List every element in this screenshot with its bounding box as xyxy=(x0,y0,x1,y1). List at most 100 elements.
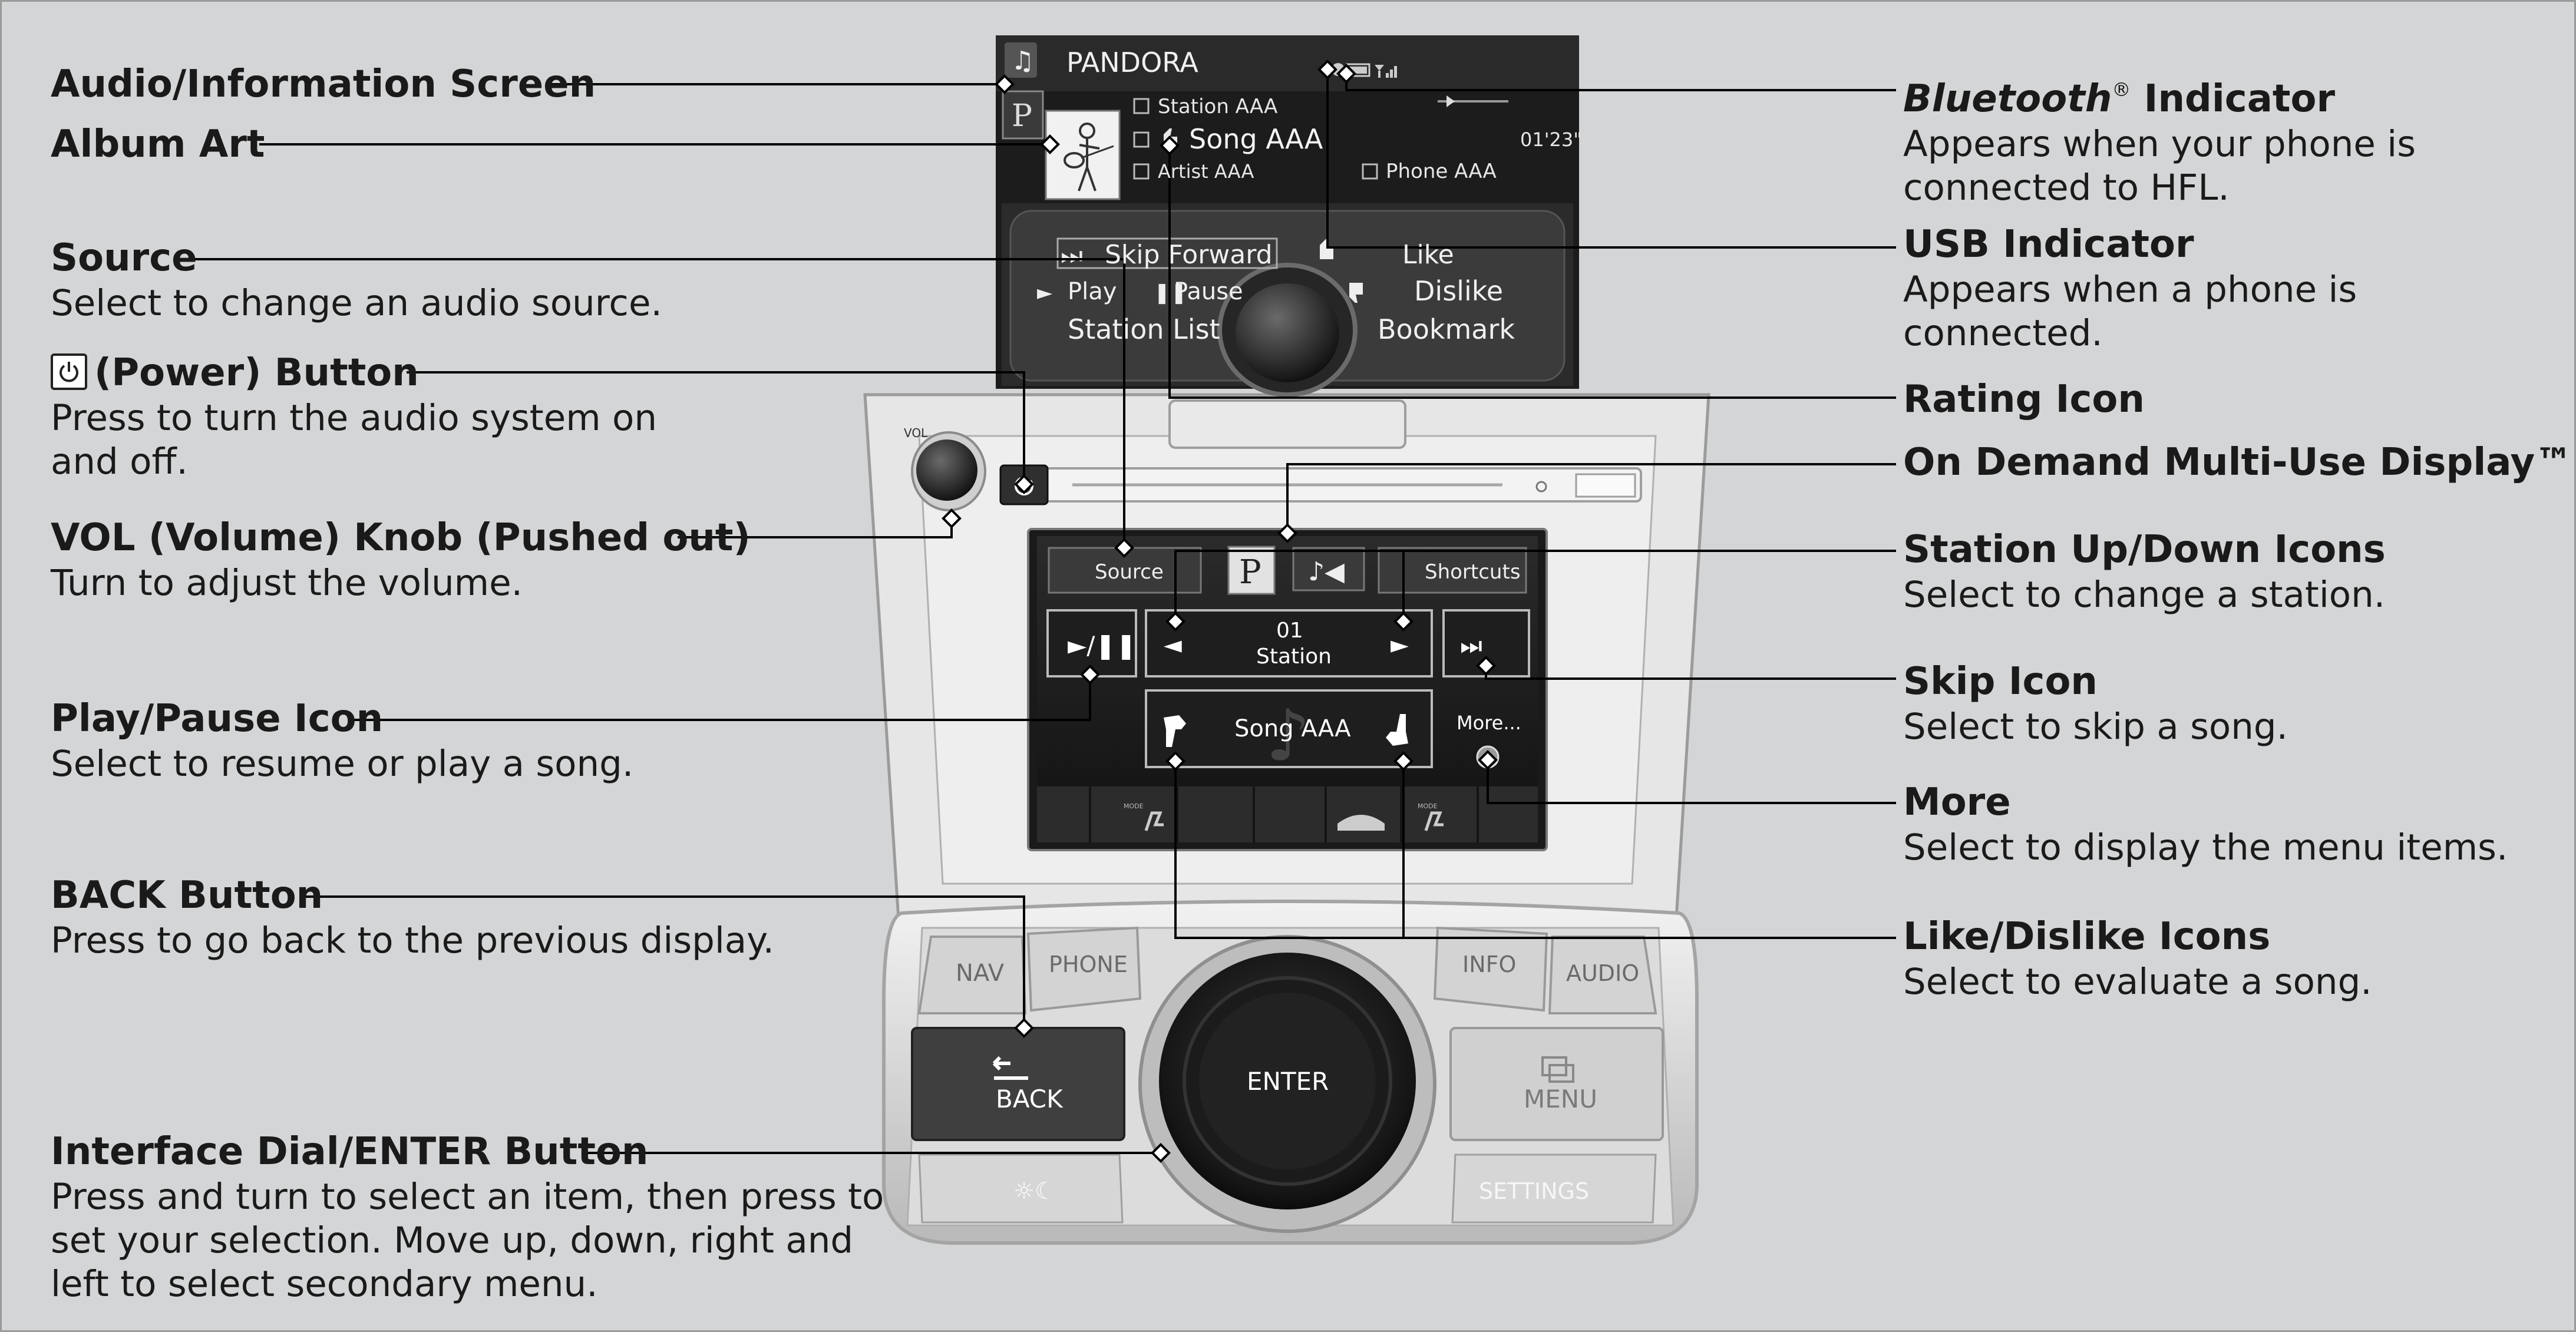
screen-source-name: PANDORA xyxy=(1066,47,1198,78)
screen-song: Song AAA xyxy=(1189,123,1323,155)
svg-text:►: ► xyxy=(1037,281,1053,305)
source-label: Source xyxy=(1095,560,1164,584)
mode-label-right: MODE xyxy=(1418,802,1438,810)
callout-desc: Press to go back to the previous display… xyxy=(51,920,774,961)
play-pause-icon[interactable] xyxy=(1046,609,1137,677)
callout-title: On Demand Multi-Use Display™ xyxy=(1903,441,2573,484)
callout-desc: Select to skip a song. xyxy=(1903,706,2288,748)
nav-label: NAV xyxy=(956,960,1005,987)
control-panel: ☼☾ xyxy=(882,900,1699,1245)
phone-button[interactable] xyxy=(1026,926,1142,1012)
callout-like-dislike-icons: Like/Dislike Icons Select to evaluate a … xyxy=(1903,913,2563,1004)
screen-time: 01'23" xyxy=(1520,128,1582,151)
callout-station-up-down-icons: Station Up/Down Icons Select to change a… xyxy=(1903,526,2563,617)
skip-forward-highlight xyxy=(1056,237,1278,269)
svg-text:☼☾: ☼☾ xyxy=(1013,1178,1056,1205)
settings-button[interactable] xyxy=(1451,1153,1657,1224)
svg-text:P: P xyxy=(1012,98,1032,134)
vol-label: VOL xyxy=(904,426,928,440)
callout-usb-indicator: USB Indicator Appears when a phone is co… xyxy=(1903,221,2563,355)
callout-desc: Appears when your phone is connected to … xyxy=(1903,123,2416,209)
callout-desc: Turn to adjust the volume. xyxy=(51,562,523,604)
menu-bookmark: Bookmark xyxy=(1378,313,1515,345)
callout-title: Album Art xyxy=(51,123,265,166)
callout-album-art: Album Art xyxy=(51,121,876,168)
audio-information-screen: ♫ P xyxy=(996,35,1579,397)
callout-title: Station Up/Down Icons xyxy=(1903,528,2386,571)
callout-title: Play/Pause Icon xyxy=(51,697,384,741)
leader-endpoints xyxy=(942,60,1498,1163)
station-label: Station xyxy=(1256,644,1332,669)
svg-text:♪: ♪ xyxy=(1266,695,1311,777)
more-label: More... xyxy=(1457,712,1521,734)
menu-like: Like xyxy=(1402,240,1454,270)
shortcuts-label: Shortcuts xyxy=(1425,560,1521,584)
callout-power-button: (Power) Button Press to turn the audio s… xyxy=(51,349,876,484)
callout-desc: Press and turn to select an item, then p… xyxy=(51,1176,884,1305)
menu-label: MENU xyxy=(1524,1085,1597,1113)
callout-desc: Select to change a station. xyxy=(1903,574,2386,616)
callout-title: Audio/Information Screen xyxy=(51,62,596,106)
callout-title: More xyxy=(1903,781,2011,824)
station-up-icon: ► xyxy=(1391,632,1409,659)
registered-mark: ® xyxy=(2112,78,2131,101)
callout-interface-dial: Interface Dial/ENTER Button Press and tu… xyxy=(51,1128,884,1306)
callout-title: VOL (Volume) Knob (Pushed out) xyxy=(51,516,751,560)
callout-desc: Select to change an audio source. xyxy=(51,282,662,324)
callout-more: More Select to display the menu items. xyxy=(1903,779,2563,870)
song-box xyxy=(1145,689,1433,768)
volume-knob[interactable] xyxy=(911,431,986,511)
svg-text:♪◀: ♪◀ xyxy=(1308,557,1345,587)
music-mode-icon xyxy=(1292,547,1365,591)
callout-desc: Select to display the menu items. xyxy=(1903,827,2508,868)
mode-label-left: MODE xyxy=(1124,802,1144,810)
screen-station: Station AAA xyxy=(1158,95,1277,118)
callout-title: Like/Dislike Icons xyxy=(1903,915,2271,958)
callout-title: Skip Icon xyxy=(1903,660,2098,703)
screen-phone: Phone AAA xyxy=(1386,160,1497,183)
svg-text:♫: ♫ xyxy=(1011,46,1034,76)
menu-play: Play xyxy=(1068,278,1117,305)
dislike-icon[interactable] xyxy=(1164,715,1186,747)
info-label: INFO xyxy=(1462,951,1516,977)
callout-desc: Appears when a phone is connected. xyxy=(1903,269,2357,354)
callout-title: Rating Icon xyxy=(1903,378,2145,421)
leader-lines xyxy=(194,70,1896,1154)
power-icon xyxy=(51,353,87,390)
callout-vol-knob: VOL (Volume) Knob (Pushed out) Turn to a… xyxy=(51,514,876,605)
callout-title: (Power) Button xyxy=(94,351,419,395)
enter-label: ENTER xyxy=(1247,1067,1329,1096)
menu-dislike: Dislike xyxy=(1414,275,1503,307)
skip-icon[interactable] xyxy=(1442,609,1530,677)
song-label: Song AAA xyxy=(1234,715,1351,742)
callout-title: Source xyxy=(51,236,197,280)
cd-slot xyxy=(1003,467,1642,503)
phone-label: PHONE xyxy=(1049,951,1128,977)
settings-label: SETTINGS xyxy=(1479,1178,1589,1204)
like-icon[interactable] xyxy=(1386,714,1408,746)
callout-play-pause-icon: Play/Pause Icon Select to resume or play… xyxy=(51,695,876,786)
album-art xyxy=(1045,110,1121,200)
svg-text:►/❚❚: ►/❚❚ xyxy=(1068,631,1137,660)
callout-title-italic: Bluetooth xyxy=(1903,77,2112,121)
info-button[interactable] xyxy=(1433,926,1548,1012)
brightness-button[interactable] xyxy=(918,1153,1124,1224)
callout-title: USB Indicator xyxy=(1903,223,2194,266)
callout-back-button: BACK Button Press to go back to the prev… xyxy=(51,872,876,963)
enter-button[interactable] xyxy=(1199,993,1376,1169)
callout-bluetooth-indicator: Bluetooth® Indicator Appears when your p… xyxy=(1903,66,2563,210)
audio-label: AUDIO xyxy=(1566,960,1639,986)
menu-button[interactable] xyxy=(1449,1027,1664,1141)
music-source-icon xyxy=(1005,42,1037,78)
pandora-logo xyxy=(1002,90,1044,140)
back-button[interactable] xyxy=(911,1027,1125,1141)
screen-artist: Artist AAA xyxy=(1158,160,1254,183)
callout-desc: Select to resume or play a song. xyxy=(51,743,634,785)
callout-title: BACK Button xyxy=(51,874,323,917)
callout-desc: Press to turn the audio system on and of… xyxy=(51,397,658,482)
callout-title-rest: Indicator xyxy=(2131,77,2336,121)
svg-text:⏭: ⏭ xyxy=(1460,631,1482,660)
station-number: 01 xyxy=(1276,619,1303,643)
station-box xyxy=(1145,609,1433,677)
